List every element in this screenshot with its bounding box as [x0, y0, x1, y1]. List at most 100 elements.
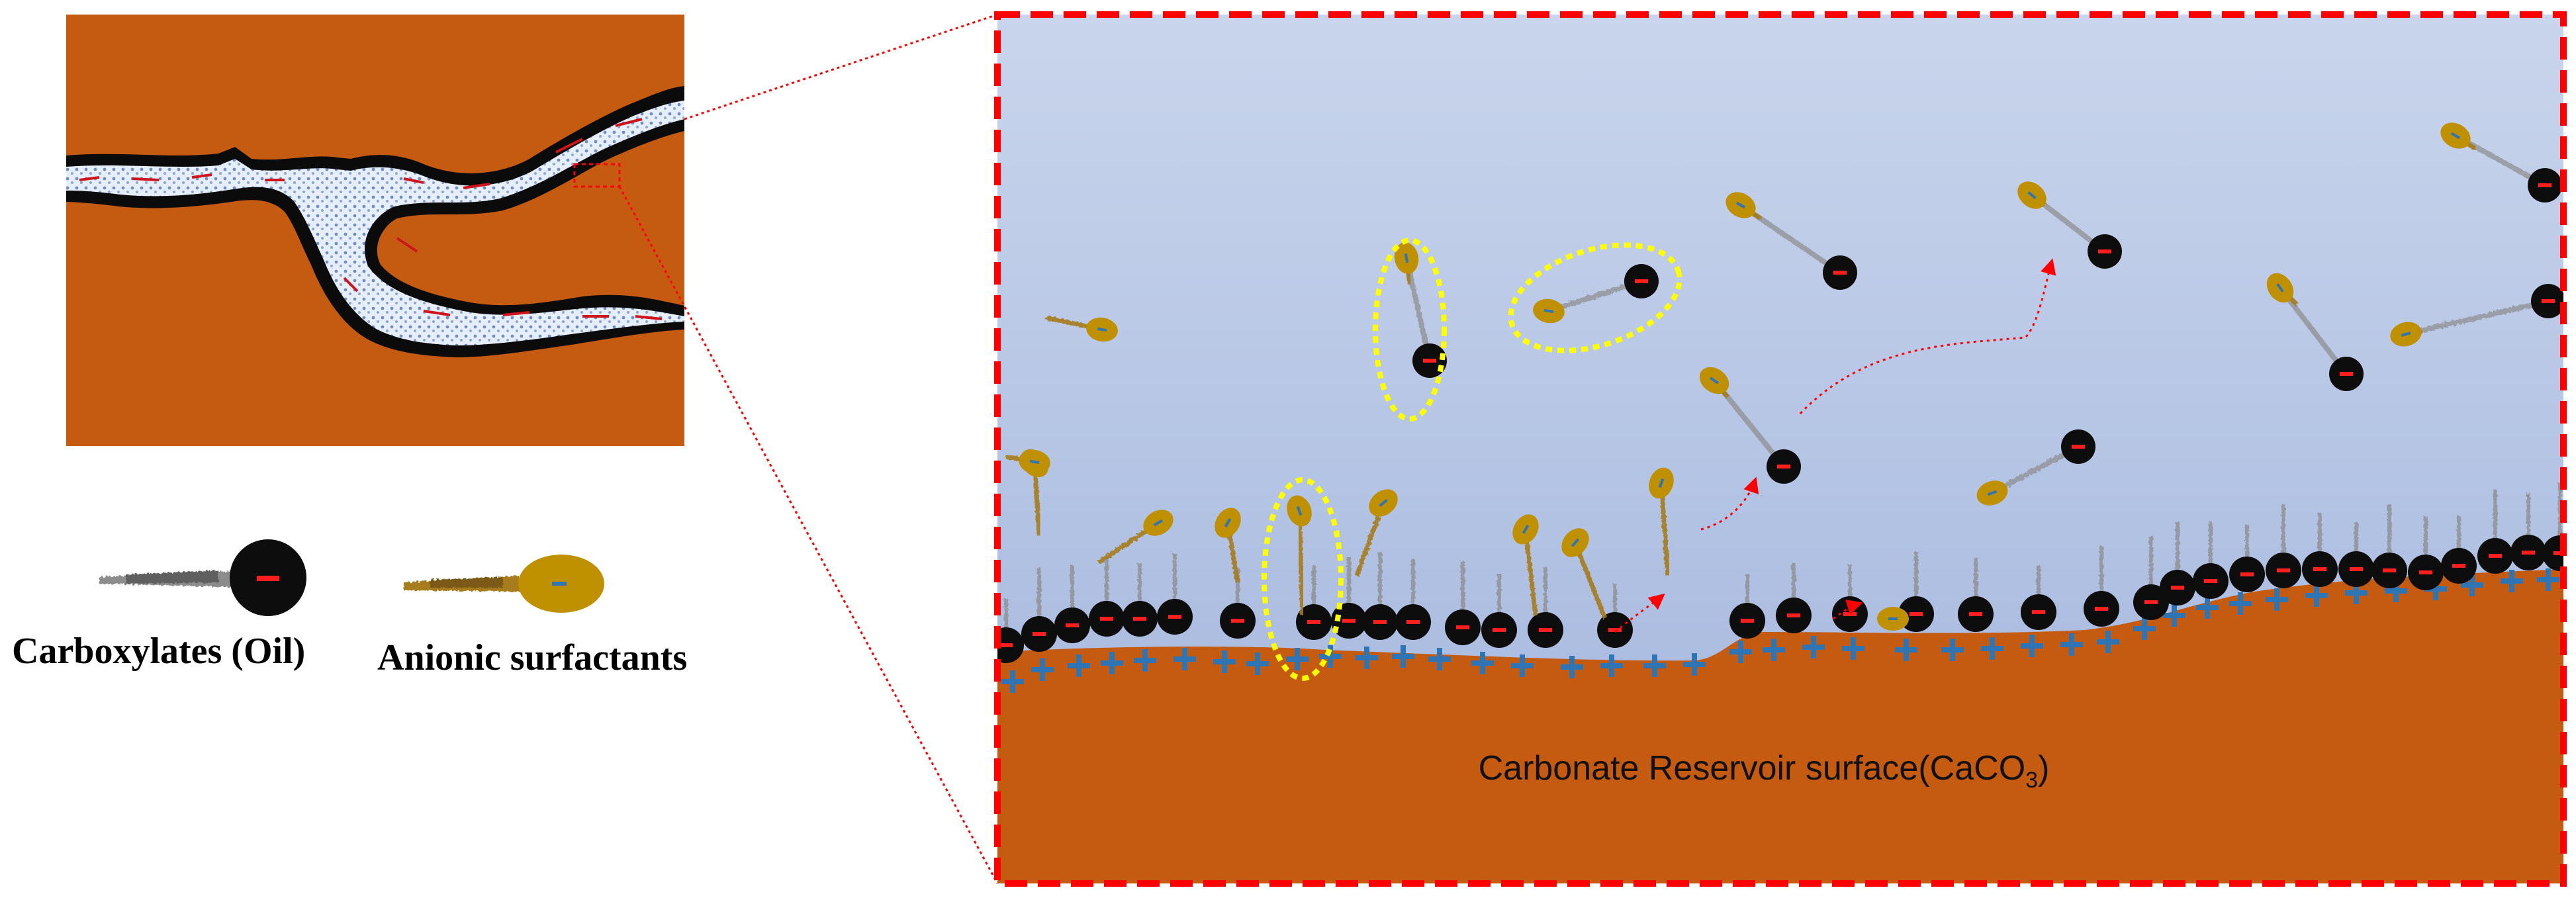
carboxylate-molecule	[1832, 596, 1868, 632]
positive-charge	[2196, 596, 2219, 619]
positive-charge	[2163, 604, 2185, 627]
carboxylate-molecule	[1395, 604, 1431, 640]
carboxylate-tail	[1461, 561, 1465, 627]
surfactant-molecule	[1045, 315, 1118, 342]
carboxylate-molecule	[2229, 557, 2265, 592]
migration-arrow	[1700, 476, 1759, 531]
negative-charge	[2340, 372, 2353, 376]
positive-charge	[1600, 654, 1623, 677]
carboxylate-tail	[2149, 536, 2153, 602]
surfactant-molecule	[2017, 181, 2047, 209]
positive-charge	[1802, 636, 1825, 658]
carboxylate-tail	[1543, 567, 1547, 630]
carboxylate-molecule	[2302, 551, 2338, 587]
carboxylate-tail	[2493, 490, 2497, 556]
negative-charge	[1231, 619, 1244, 623]
positive-charge	[1643, 654, 1666, 677]
negative-charge	[2452, 564, 2465, 568]
carboxylate-molecule	[2371, 553, 2407, 588]
carboxylate-head	[2542, 535, 2563, 571]
negative-charge	[1888, 617, 1898, 620]
carboxylate-molecule	[2133, 584, 2169, 620]
negative-charge	[2072, 445, 2085, 449]
negative-charge	[2542, 299, 2555, 303]
carboxylate-molecule	[2408, 555, 2444, 590]
positive-charge	[2424, 578, 2447, 600]
carboxylate-label: Carboxylates (Oil)	[12, 631, 305, 672]
negative-charge	[1987, 490, 1998, 496]
carboxylate-tail	[2318, 513, 2322, 569]
negative-charge	[1100, 617, 1113, 621]
migration-arrows	[1614, 258, 2056, 633]
carboxylate-tail	[1914, 551, 1918, 614]
surfactant-molecule	[2390, 322, 2423, 347]
positive-charge	[1246, 652, 1269, 675]
positive-charge	[2021, 635, 2043, 657]
negative-charge	[1571, 538, 1580, 547]
carboxylate-tail	[1497, 574, 1501, 630]
negative-charge	[1909, 612, 1923, 616]
pore-outline	[66, 86, 684, 357]
positive-charge	[2097, 631, 2119, 653]
carboxylate-tail	[1745, 574, 1749, 621]
carboxylate-molecule	[1220, 603, 1256, 639]
positive-charge	[1101, 652, 1123, 674]
carboxylate-tail	[2209, 521, 2213, 581]
carboxylate-molecule	[1089, 601, 1125, 637]
negative-charge	[2204, 579, 2217, 583]
carboxylate-molecule	[2193, 563, 2229, 599]
positive-charge	[1001, 670, 1024, 693]
carboxylate-tail	[2176, 521, 2180, 588]
negative-charge	[1493, 628, 1506, 632]
negative-charge	[1787, 613, 1800, 617]
carboxylate-molecule	[2329, 357, 2364, 391]
highlight-ellipse	[1508, 242, 1682, 353]
negative-charge	[1522, 524, 1530, 535]
negative-charge	[2522, 551, 2535, 555]
positive-charge	[1842, 637, 1864, 660]
negative-charge	[2450, 132, 2461, 140]
negative-charge	[1710, 377, 1719, 384]
negative-charge	[1373, 620, 1387, 624]
negative-charge	[1741, 619, 1754, 623]
carboxylate-molecule	[1122, 601, 1158, 637]
negative-charge	[2553, 551, 2563, 555]
positive-charge	[1031, 658, 1054, 681]
negative-charge	[999, 643, 1013, 647]
negative-charge	[2144, 600, 2158, 604]
carboxylate-molecule	[1296, 604, 1332, 640]
negative-charge	[1833, 271, 1847, 275]
surfactant-molecule	[2266, 273, 2299, 306]
legend-carboxylate: Carboxylates (Oil)	[12, 539, 306, 672]
surfactant-molecule	[1287, 495, 1312, 616]
carboxylate-molecule	[2088, 234, 2122, 269]
carboxylate-tail	[1848, 564, 1852, 614]
negative-charge	[1379, 498, 1388, 508]
positive-charge	[1941, 639, 1964, 661]
carboxylate-molecule	[1776, 598, 1812, 633]
negative-charge	[2032, 610, 2045, 614]
highlight-ellipse	[1262, 477, 1344, 681]
carboxylate-tail	[2354, 523, 2358, 569]
negative-charge	[1296, 506, 1303, 516]
negative-charge	[1133, 617, 1146, 621]
carboxylate-molecule	[997, 627, 1024, 663]
carboxylate-tail	[2037, 566, 2041, 612]
surfactant-tail	[1523, 529, 1538, 616]
positive-charge	[2266, 588, 2288, 611]
carboxylate-tail	[1347, 557, 1351, 621]
negative-charge	[1539, 628, 1552, 632]
carboxylate-tail	[2526, 493, 2530, 553]
carboxylate-molecule	[1157, 599, 1193, 635]
negative-charge	[2171, 586, 2184, 590]
positive-charge	[1286, 648, 1309, 670]
carboxylate-molecule	[2160, 570, 2195, 606]
negative-charge	[1635, 279, 1648, 283]
carboxylate-molecule	[2477, 538, 2513, 574]
positive-charge	[1356, 647, 1378, 669]
carboxylate-tail	[2245, 525, 2249, 574]
carboxylate-tail	[1037, 568, 1041, 634]
negative-charge	[2276, 283, 2284, 292]
carboxylate-tail	[1173, 554, 1177, 617]
